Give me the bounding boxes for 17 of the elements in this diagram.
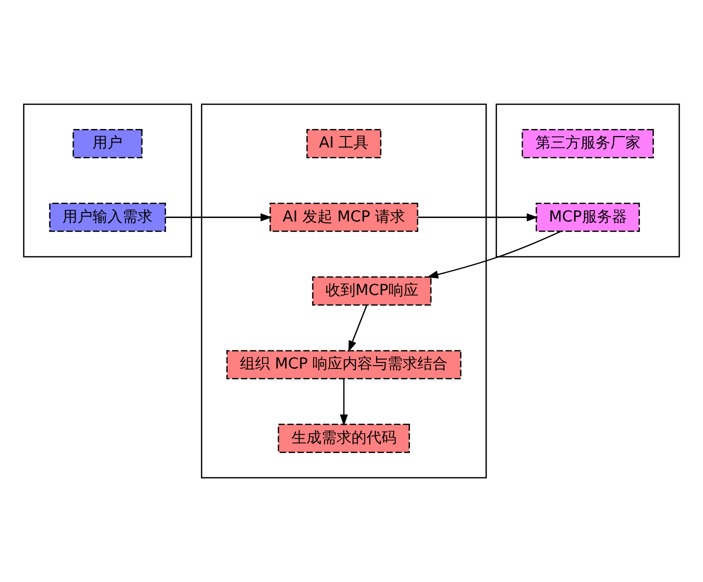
node-box: AI 发起 MCP 请求 [270,202,418,232]
node-box: 第三方服务厂家 [522,129,654,158]
node-box: 用户 [72,129,142,158]
node-box: 组织 MCP 响应内容与需求结合 [226,350,462,380]
node-box: 收到MCP响应 [312,276,432,306]
cluster [496,104,680,258]
arrow [166,213,272,222]
arrow [418,213,538,222]
arrow [340,378,348,426]
arrow [426,230,562,278]
node-box: AI 工具 [306,129,382,158]
cluster [23,104,192,258]
node-box: MCP服务器 [536,202,640,232]
arrow [348,304,368,352]
cluster [200,104,487,478]
node-box: 生成需求的代码 [278,424,410,453]
node-box: 用户输入需求 [49,202,166,232]
